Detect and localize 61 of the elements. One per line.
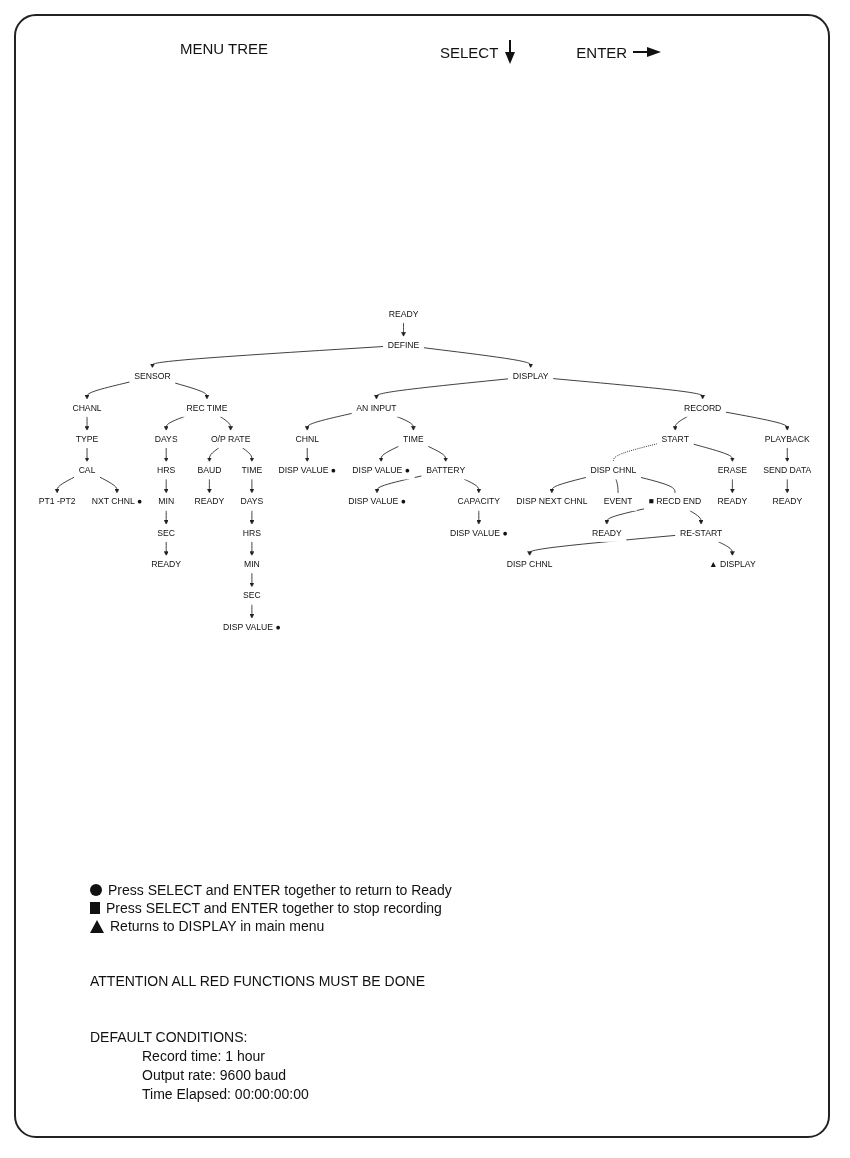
node-text: HRS xyxy=(242,527,262,537)
node-text: READY xyxy=(194,496,225,506)
node-text: CHNL xyxy=(295,433,319,444)
connector xyxy=(613,442,658,462)
node-text: SEC xyxy=(243,590,261,600)
legend-text: Returns to DISPLAY in main menu xyxy=(110,918,325,934)
legend-text: SELECT xyxy=(440,43,499,61)
node-text: START xyxy=(661,433,689,444)
node-text: DAYS xyxy=(154,433,178,444)
node-text: DISP VALUE ● xyxy=(223,621,281,631)
node-text: BAUD xyxy=(197,465,222,475)
node-text: TYPE xyxy=(75,433,99,444)
legend-text: Press SELECT and ENTER together to return to Ready xyxy=(108,882,452,898)
node-text: MIN xyxy=(158,496,175,506)
node-text: TIME xyxy=(241,465,263,475)
diagram-title: MENU TREE xyxy=(180,40,269,57)
node-text: MIN xyxy=(243,559,260,569)
node-text: HRS xyxy=(157,465,176,475)
node-text: DISPLAY xyxy=(512,371,549,381)
node-text: PT1 -PT2 xyxy=(38,496,76,506)
node-text: SENSOR xyxy=(134,371,171,381)
node-text: DISP CHNL xyxy=(590,465,637,475)
connector xyxy=(640,476,676,494)
node-text: NXT CHNL ● xyxy=(91,496,143,506)
node-text: DISP NEXT CHNL xyxy=(516,496,588,506)
node-text: EVENT xyxy=(603,496,633,506)
node-text: READY xyxy=(151,559,182,569)
node-text: O/P RATE xyxy=(210,433,251,444)
node-text: SEND DATA xyxy=(763,465,812,475)
node-text: SEC xyxy=(157,527,176,537)
node-text: ■ RECD END xyxy=(648,496,702,506)
node-text: ERASE xyxy=(717,465,748,475)
note-text: ATTENTION ALL RED FUNCTIONS MUST BE DONE xyxy=(90,973,425,989)
connector xyxy=(615,478,619,494)
legend-text: ENTER xyxy=(576,43,628,61)
node-text: ▲ DISPLAY xyxy=(708,559,756,569)
node-text: DAYS xyxy=(240,496,264,506)
node-text: DISP CHNL xyxy=(506,559,553,569)
node-text: REC TIME xyxy=(186,402,228,412)
node-text: READY xyxy=(772,496,803,506)
note-text: Record time: 1 hour xyxy=(142,1048,266,1064)
node-text: CHANL xyxy=(72,402,102,412)
node-text: TIME xyxy=(403,433,424,444)
node-text: DISP VALUE ● xyxy=(278,465,337,475)
note-text: Time Elapsed: 00:00:00:00 xyxy=(142,1086,310,1102)
note-text: DEFAULT CONDITIONS: xyxy=(90,1029,249,1045)
node-text: DEFINE xyxy=(387,339,420,350)
node-text: BATTERY xyxy=(426,465,466,475)
node-text: CAPACITY xyxy=(457,496,501,506)
node-text: READY xyxy=(717,496,748,506)
node-text: RE-START xyxy=(679,527,723,537)
node-text: DISP VALUE ● xyxy=(348,496,406,506)
node-text: DISP VALUE ● xyxy=(449,527,508,537)
node-text: AN INPUT xyxy=(356,402,397,412)
node-text: CAL xyxy=(78,465,96,475)
node-text: PLAYBACK xyxy=(764,433,810,444)
node-text: DISP VALUE ● xyxy=(352,465,410,475)
note-text: Output rate: 9600 baud xyxy=(142,1067,287,1083)
node-text: RECORD xyxy=(683,402,722,412)
node-text: READY xyxy=(388,308,419,318)
legend-text: Press SELECT and ENTER together to stop recording xyxy=(106,900,442,916)
